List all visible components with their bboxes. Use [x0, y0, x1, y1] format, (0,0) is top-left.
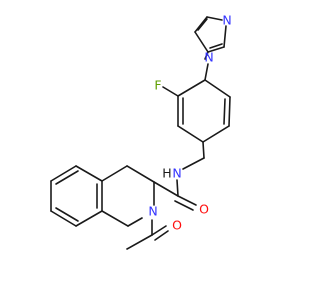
fluorophenyl-ring — [162, 79, 231, 143]
molecule-structure: N N F N H O N O — [50, 13, 232, 250]
imidazole-ring-nitrogen-label: N — [222, 13, 231, 28]
imidazole-attached-nitrogen-label: N — [204, 50, 213, 65]
imidazole-ring — [194, 16, 227, 81]
amide-nitrogen-label: N — [172, 166, 181, 181]
molecule-canvas: N N F N H O N O — [50, 12, 232, 250]
acetyl-oxygen-label: O — [172, 218, 182, 233]
amide-hydrogen-label: H — [162, 166, 171, 181]
amide-oxygen-label: O — [199, 202, 209, 217]
fluorine-label: F — [154, 78, 161, 93]
tetrahydroisoquinoline — [50, 165, 155, 227]
amide-linker — [153, 141, 205, 211]
ring-nitrogen-label: N — [148, 204, 157, 219]
acetyl-group — [126, 219, 169, 250]
